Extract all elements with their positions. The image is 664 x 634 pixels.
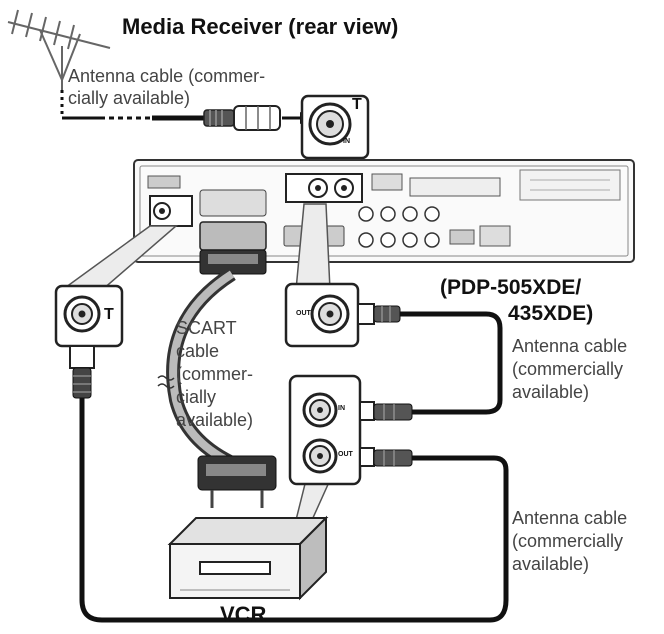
scart-label-line3: (commer- [176, 364, 253, 384]
diagram-title: Media Receiver (rear view) [122, 14, 399, 39]
antenna-plug-top [203, 105, 312, 131]
antenna-plug-vcr-out [359, 447, 413, 467]
antenna-mid-label-line3: available) [512, 382, 590, 402]
receiver-rf-out-label: OUT [296, 310, 311, 317]
antenna-plug-receiver-out [357, 303, 401, 325]
antenna-bottom-label-line2: (commercially [512, 531, 624, 551]
rf-in-jack-label: IN [343, 138, 350, 145]
left-antenna-jack-symbol: T [104, 306, 114, 323]
scart-label-line1: SCART [176, 318, 237, 338]
rooftop-antenna-icon [7, 9, 111, 90]
antenna-cable-left-loop [79, 398, 509, 623]
zoom-callout-vcr-jacks [295, 479, 332, 521]
vcr-rf-jacks-zoom [288, 374, 362, 486]
vcr-out-jack-label: OUT [338, 451, 353, 458]
antenna-jack-zoom-left [54, 284, 124, 348]
scart-label-line5: available) [176, 410, 254, 430]
vcr-in-jack-label: IN [338, 405, 345, 412]
cable-break-mark [157, 375, 175, 389]
model-label-line2: 435XDE) [508, 302, 594, 325]
media-receiver-rear-panel [133, 159, 635, 263]
antenna-plug-left [69, 345, 95, 399]
rf-in-jack-zoom [300, 94, 370, 160]
antenna-bottom-label-line3: available) [512, 554, 590, 574]
antenna-top-label-line1: Antenna cable (commer- [68, 66, 266, 86]
model-label-line1: (PDP-505XDE/ [440, 276, 582, 299]
vcr-device-icon [167, 515, 329, 601]
rf-in-jack-symbol: T [352, 96, 362, 113]
scart-label-line2: cable [176, 341, 220, 361]
antenna-plug-vcr-in [359, 401, 413, 421]
vcr-label: VCR [220, 602, 267, 627]
antenna-mid-label-line2: (commercially [512, 359, 624, 379]
scart-plug-receiver [199, 249, 267, 275]
antenna-bottom-label-line1: Antenna cable [512, 508, 628, 528]
antenna-cable-receiver-to-vcr [400, 311, 503, 415]
antenna-cable-top [60, 90, 204, 121]
scart-plug-vcr [197, 455, 277, 508]
antenna-top-label-line2: cially available) [68, 88, 191, 108]
antenna-mid-label-line1: Antenna cable [512, 336, 628, 356]
scart-label-line4: cially [176, 387, 217, 407]
